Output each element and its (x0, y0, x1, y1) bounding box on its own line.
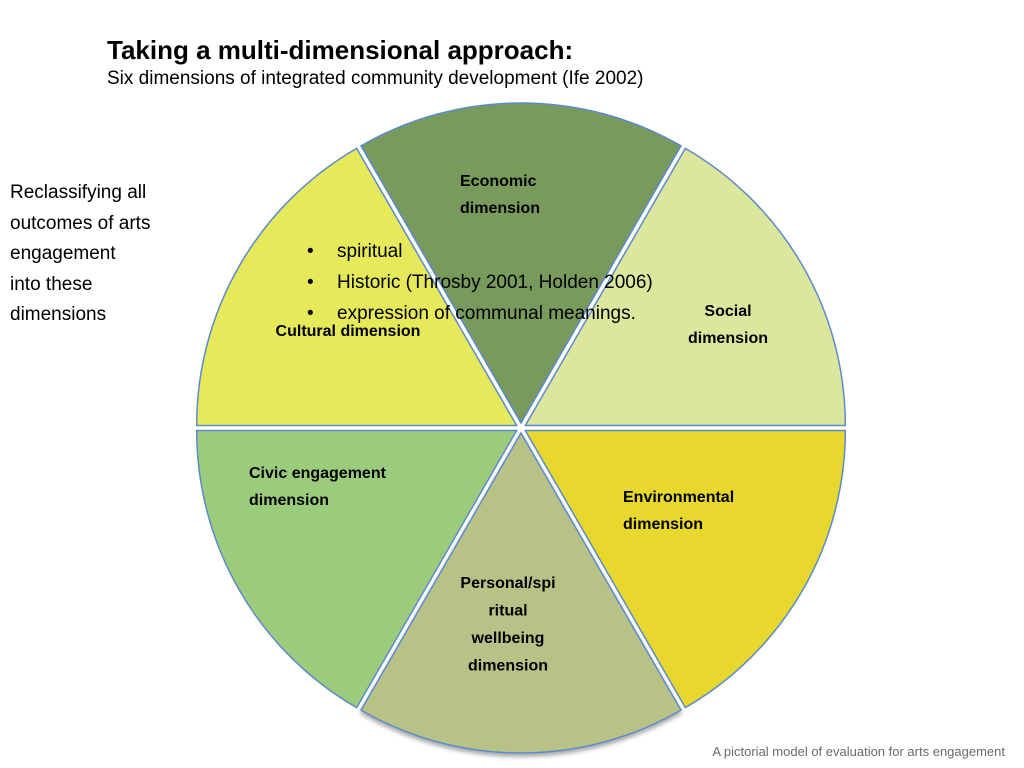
title-block: Taking a multi-dimensional approach: Six… (107, 34, 644, 92)
bullet-item: Historic (Throsby 2001, Holden 2006) (307, 267, 653, 298)
segment-personal (359, 431, 683, 754)
label-social: Social dimension (688, 303, 768, 347)
segment-environmental (524, 429, 847, 709)
label-line: Civic engagement (249, 465, 387, 482)
label-line: dimension (249, 492, 329, 509)
bullet-item: spiritual (307, 236, 653, 267)
segment-civic (195, 429, 518, 709)
side-note-line: outcomes of arts (10, 212, 151, 234)
label-line: Personal/spi (460, 575, 555, 592)
footer-caption: A pictorial model of evaluation for arts… (712, 744, 1005, 759)
label-line: dimension (460, 200, 540, 217)
label-line: dimension (468, 658, 548, 675)
side-note: Reclassifying all outcomes of arts engag… (10, 178, 200, 331)
slide-subtitle: Six dimensions of integrated community d… (107, 68, 644, 89)
label-civic: Civic engagement dimension (249, 465, 387, 509)
label-line: ritual (488, 603, 527, 620)
bullet-item: expression of communal meanings. (307, 298, 653, 329)
label-line: Social (704, 303, 751, 320)
label-environmental: Environmental dimension (623, 489, 734, 533)
side-note-line: engagement (10, 243, 116, 264)
bullet-list: spiritual Historic (Throsby 2001, Holden… (307, 236, 653, 329)
label-personal: Personal/spi ritual wellbeing dimension (460, 575, 555, 675)
slide-title: Taking a multi-dimensional approach: (107, 35, 574, 65)
side-note-line: into these (10, 273, 93, 295)
label-line: Environmental (623, 489, 734, 506)
label-line: dimension (688, 330, 768, 347)
label-economic: Economic dimension (460, 173, 540, 217)
side-note-line: dimensions (10, 304, 107, 325)
segment-social (524, 147, 847, 427)
label-line: Economic (460, 173, 537, 190)
label-line: wellbeing (471, 630, 545, 647)
label-line: dimension (623, 516, 703, 533)
side-note-line: Reclassifying all (10, 182, 147, 203)
